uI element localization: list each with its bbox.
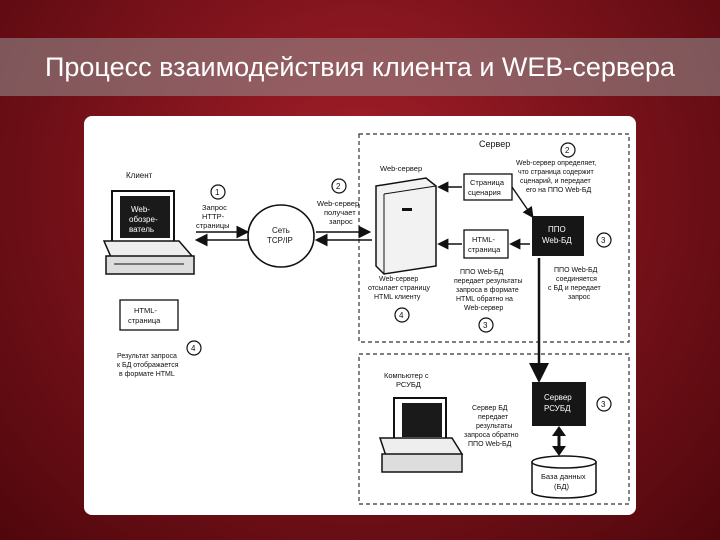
browser-line-3: ватель bbox=[129, 225, 154, 234]
webserver-label: Web-сервер bbox=[380, 164, 422, 173]
step3c-badge bbox=[596, 396, 612, 412]
step3b-line-1: ППО Web-БД bbox=[460, 269, 504, 276]
slide-title: Процесс взаимодействия клиента и WEB-сер… bbox=[44, 52, 676, 82]
database-line-1: База данных bbox=[541, 472, 586, 481]
dbms-server-box bbox=[532, 382, 586, 426]
step4a-badge bbox=[394, 307, 410, 323]
step3b-number: 3 bbox=[483, 321, 488, 330]
ppo-box-line-1: ППО bbox=[548, 225, 566, 234]
step4a-number: 4 bbox=[399, 311, 404, 320]
client-html-box bbox=[119, 299, 179, 331]
client-label: Клиент bbox=[126, 171, 153, 180]
arrow-script-to-ppo bbox=[511, 186, 534, 219]
database-line-2: (БД) bbox=[554, 482, 569, 491]
dbms-db-arrow-up bbox=[552, 426, 566, 436]
step3a-number: 3 bbox=[601, 236, 606, 245]
dbserver-desc-line-1: Сервер БД bbox=[472, 405, 508, 412]
dbms-computer bbox=[378, 397, 464, 473]
dbms-box-line-1: Сервер bbox=[544, 393, 572, 402]
step2-number: 2 bbox=[336, 182, 341, 191]
step2b-number: 2 bbox=[565, 146, 570, 155]
client-html-line-2: страница bbox=[128, 316, 161, 325]
step3b-badge bbox=[478, 317, 494, 333]
network-line-2: TCP/IP bbox=[267, 236, 293, 245]
dbms-computer-line-2: РСУБД bbox=[396, 380, 421, 389]
interaction-diagram: Сервер Клиент Web- обозре- ватель 1 Запр… bbox=[102, 133, 630, 505]
step3c-number: 3 bbox=[601, 400, 606, 409]
step2-line-3: запрос bbox=[329, 217, 353, 226]
dbserver-desc-line-2: передает bbox=[478, 414, 509, 421]
network-line-1: Сеть bbox=[272, 226, 290, 235]
step1-line-2: HTTP- bbox=[202, 212, 225, 221]
dbserver-desc-line-5: ППО Web-БД bbox=[468, 441, 512, 448]
step2b-line-2: что страница содержит bbox=[518, 169, 595, 176]
step2b-line-3: сценарий, и передает bbox=[520, 177, 591, 185]
step3b-line-5: Web-сервер bbox=[464, 305, 503, 312]
step4b-number: 4 bbox=[191, 344, 196, 353]
dbms-computer-line-1: Компьютер с bbox=[384, 371, 429, 380]
step3b-line-3: запроса в формате bbox=[456, 287, 519, 294]
script-box-line-2: сценария bbox=[468, 188, 501, 197]
step1-badge bbox=[210, 184, 226, 200]
step2b-line-4: его на ППО Web-БД bbox=[526, 187, 591, 194]
dbserver-desc-line-4: запроса обратно bbox=[464, 431, 519, 439]
browser-line-2: обозре- bbox=[129, 215, 158, 224]
step2-line-1: Web-сервер bbox=[317, 199, 359, 208]
step2-badge bbox=[331, 178, 347, 194]
ppo-desc-line-3: с БД и передает bbox=[548, 285, 602, 292]
title-band: Процесс взаимодействия клиента и WEB-сер… bbox=[0, 38, 720, 96]
step1-line-3: страницы bbox=[196, 221, 230, 230]
webserver-tower bbox=[375, 177, 437, 275]
server-region bbox=[358, 133, 630, 343]
server-html-box bbox=[463, 229, 509, 259]
network-circle bbox=[247, 204, 315, 268]
ppo-desc-line-4: запрос bbox=[568, 294, 591, 301]
dbms-box-line-2: РСУБД bbox=[544, 404, 571, 413]
diagram-panel: Сервер Клиент Web- обозре- ватель 1 Запр… bbox=[84, 116, 636, 515]
step2-line-2: получает bbox=[324, 208, 356, 217]
step3a-badge bbox=[596, 232, 612, 248]
ppo-box-line-2: Web-БД bbox=[542, 236, 572, 245]
script-box-line-1: Страница bbox=[470, 178, 505, 187]
client-computer: Клиент bbox=[102, 171, 195, 275]
server-html-line-1: HTML- bbox=[472, 235, 495, 244]
step4b-line-1: Результат запроса bbox=[117, 353, 177, 360]
ppo-desc-line-1: ППО Web-БД bbox=[554, 267, 598, 274]
dbms-region bbox=[358, 353, 630, 505]
server-html-line-2: страница bbox=[468, 245, 501, 254]
dbms-db-arrow-down bbox=[552, 446, 566, 456]
step4a-line-1: Web-сервер bbox=[379, 276, 418, 283]
script-page-box bbox=[463, 173, 513, 201]
step1-number: 1 bbox=[215, 188, 220, 197]
step2b-badge bbox=[560, 142, 576, 158]
step1-line-1: Запрос bbox=[202, 203, 227, 212]
browser-line-1: Web- bbox=[131, 205, 150, 214]
step4a-line-2: отсылает страницу bbox=[368, 285, 430, 292]
ppo-box bbox=[532, 216, 584, 256]
server-region-label: Сервер bbox=[479, 139, 510, 149]
step4b-line-3: в формате HTML bbox=[119, 371, 175, 378]
step4a-line-3: HTML клиенту bbox=[374, 294, 421, 301]
client-html-line-1: HTML- bbox=[134, 306, 157, 315]
step4b-badge bbox=[186, 340, 202, 356]
database-cylinder bbox=[531, 455, 597, 499]
step4b-line-2: к БД отображается bbox=[117, 361, 179, 369]
step3b-line-4: HTML обратно на bbox=[456, 295, 513, 303]
step2b-line-1: Web-сервер определяет, bbox=[516, 160, 596, 167]
ppo-desc-line-2: соединяется bbox=[556, 276, 597, 283]
step3b-line-2: передает результаты bbox=[454, 278, 523, 285]
dbserver-desc-line-3: результаты bbox=[476, 423, 512, 430]
